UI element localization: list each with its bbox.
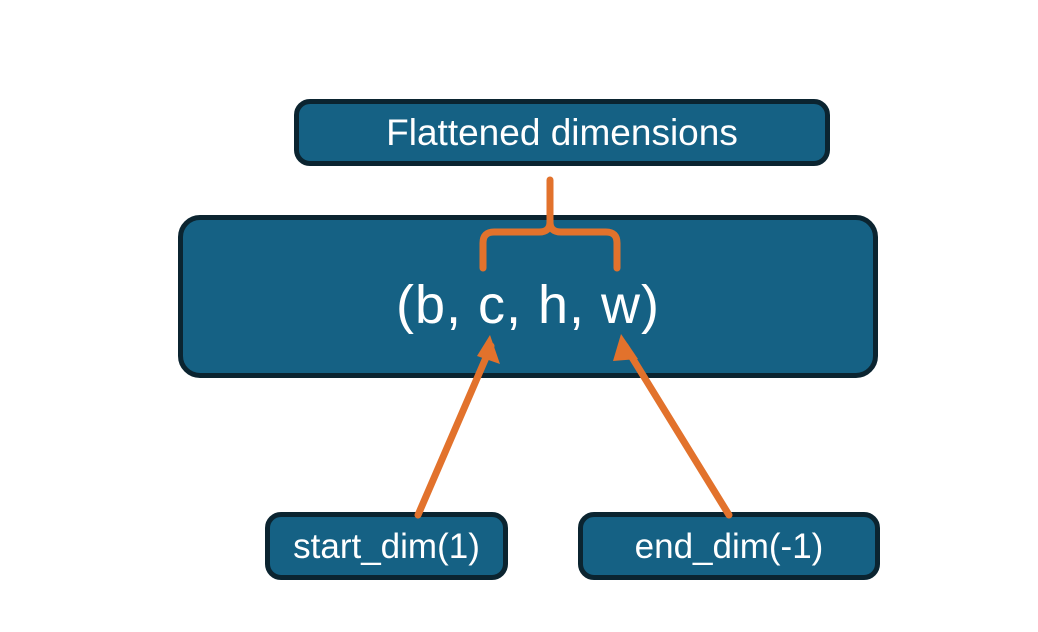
end-dim-box: end_dim(-1) bbox=[578, 512, 880, 580]
flattened-dimensions-label: Flattened dimensions bbox=[386, 112, 738, 153]
tensor-shape-box: (b, c, h, w) bbox=[178, 215, 878, 378]
end-dim-label: end_dim(-1) bbox=[634, 526, 824, 566]
start-dim-box: start_dim(1) bbox=[265, 512, 508, 580]
tensor-shape-label: (b, c, h, w) bbox=[395, 275, 661, 335]
start-dim-label: start_dim(1) bbox=[293, 526, 480, 566]
flattened-dimensions-box: Flattened dimensions bbox=[294, 99, 830, 166]
